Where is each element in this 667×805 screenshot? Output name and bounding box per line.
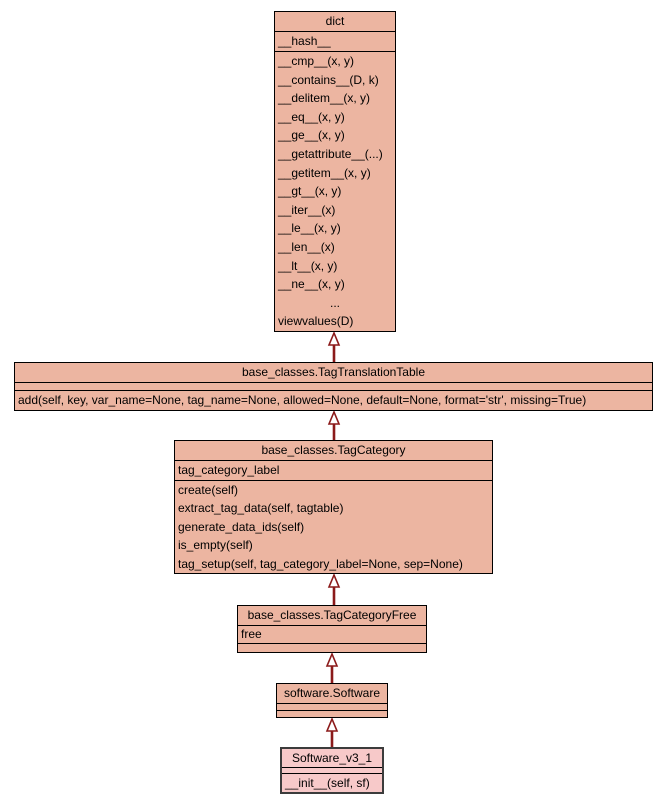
method-label: __gt__(x, y) (278, 184, 342, 199)
ellipsis-label: ... (329, 295, 340, 310)
empty-method-section (277, 711, 387, 717)
attribute-label: tag_category_label (175, 461, 492, 481)
method-label: __le__(x, y) (278, 221, 341, 236)
method-label: __getattribute__(...) (278, 146, 383, 161)
method-label: __iter__(x) (278, 202, 336, 217)
class-title: software.Software (277, 684, 387, 704)
class-box-dict[interactable]: dict __hash__ __cmp__(x, y) __contains__… (274, 11, 396, 332)
class-box-software[interactable]: software.Software (276, 683, 388, 718)
method-label: viewvalues(D) (278, 314, 354, 329)
attribute-label: __hash__ (275, 32, 395, 52)
class-box-tagtranslationtable[interactable]: base_classes.TagTranslationTable add(sel… (14, 362, 653, 411)
method-label: __ge__(x, y) (278, 128, 345, 143)
empty-attribute-section (277, 704, 387, 711)
method-section: create(self) extract_tag_data(self, tagt… (175, 481, 492, 573)
method-label: add(self, key, var_name=None, tag_name=N… (18, 393, 587, 407)
method-label: __len__(x) (278, 239, 335, 254)
method-section: __cmp__(x, y) __contains__(D, k) __delit… (275, 52, 395, 331)
class-title: dict (275, 12, 395, 32)
method-label: __delitem__(x, y) (278, 91, 371, 106)
class-box-tagcategory[interactable]: base_classes.TagCategory tag_category_la… (174, 440, 493, 574)
inheritance-arrow-tagcategory-tagtranslationtable (327, 411, 341, 440)
method-label: __init__(self, sf) (285, 776, 370, 790)
method-label: __cmp__(x, y) (278, 54, 355, 68)
method-label: generate_data_ids(self) (178, 519, 305, 534)
method-label: __eq__(x, y) (278, 109, 345, 124)
method-label: is_empty(self) (178, 538, 253, 553)
class-box-software-v3-1[interactable]: Software_v3_1 __init__(self, sf) (280, 747, 384, 794)
method-label: __lt__(x, y) (278, 258, 338, 273)
class-title: base_classes.TagTranslationTable (15, 363, 652, 383)
method-label: create(self) (178, 483, 239, 497)
class-box-tagcategoryfree[interactable]: base_classes.TagCategoryFree free (237, 605, 427, 653)
inheritance-arrow-tagtranslationtable-dict (327, 332, 341, 362)
inheritance-arrow-softwarev31-software (325, 718, 339, 747)
method-label: tag_setup(self, tag_category_label=None,… (178, 556, 463, 571)
empty-attribute-section (15, 383, 652, 391)
empty-method-section (238, 644, 426, 652)
class-title: Software_v3_1 (282, 749, 382, 768)
empty-attribute-section (282, 768, 382, 774)
attribute-label: free (238, 626, 426, 644)
method-label: __ne__(x, y) (278, 277, 345, 292)
method-label: extract_tag_data(self, tagtable) (178, 501, 344, 516)
inheritance-arrow-software-tagcategoryfree (325, 653, 339, 683)
class-title: base_classes.TagCategory (175, 441, 492, 461)
method-label: __getitem__(x, y) (278, 165, 371, 180)
inheritance-arrow-tagcategoryfree-tagcategory (327, 574, 341, 605)
method-label: __contains__(D, k) (278, 72, 379, 87)
class-title: base_classes.TagCategoryFree (238, 606, 426, 626)
